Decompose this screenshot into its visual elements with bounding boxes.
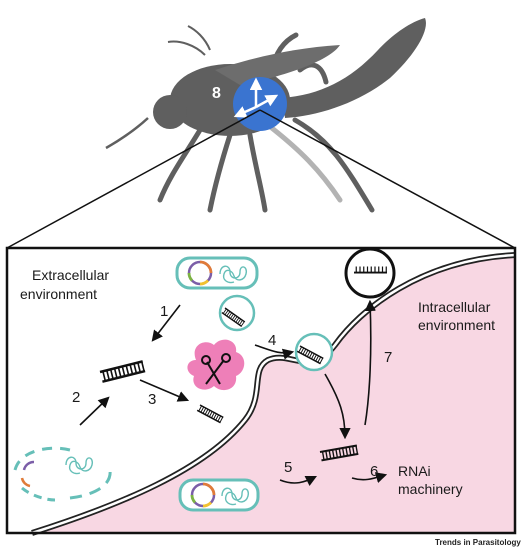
arrow-step-1 — [151, 304, 181, 342]
journal-credit: Trends in Parasitology — [435, 538, 521, 547]
scissors-icon — [201, 353, 231, 385]
step-4-label: 4 — [268, 332, 276, 349]
intracellular-bacterium-icon — [178, 478, 260, 512]
zoom-line-left — [6, 109, 261, 249]
process-arrows — [79, 299, 388, 487]
step-5-label: 5 — [284, 459, 292, 476]
rnai-label-line2: machinery — [398, 481, 463, 497]
endosome-vesicle-icon — [294, 332, 334, 372]
rnai-label-line1: RNAi — [398, 463, 431, 479]
step-2-label: 2 — [72, 389, 80, 406]
nuclease-icon — [187, 339, 245, 391]
step-8-label: 8 — [212, 85, 221, 102]
step-6-label: 6 — [370, 463, 378, 480]
extracellular-label-line2: environment — [20, 286, 97, 302]
arrow-step-6 — [351, 472, 388, 483]
step-3-label: 3 — [148, 391, 156, 408]
intracellular-label-line1: Intracellular — [418, 299, 491, 315]
arrow-step-7 — [364, 299, 376, 426]
panel-border — [5, 246, 517, 535]
vesicle-icon — [218, 294, 256, 332]
lysed-bacterium-icon — [13, 446, 112, 502]
step-1-label: 1 — [160, 303, 168, 320]
arrow-step-5 — [279, 475, 318, 487]
bacterium-icon — [175, 256, 259, 290]
step-7-label: 7 — [384, 349, 392, 366]
arrow-step-3 — [139, 379, 190, 402]
intracellular-label-line2: environment — [418, 317, 495, 333]
magnifier-icon — [344, 247, 396, 299]
arrow-step-2 — [79, 396, 110, 426]
intracellular-region — [32, 255, 515, 533]
zoom-line-right — [259, 109, 516, 249]
extracellular-label-line1: Extracellular — [32, 267, 109, 283]
arrow-step-4 — [254, 344, 295, 360]
arrow-step-4b — [324, 373, 351, 440]
cell-panel — [5, 246, 517, 536]
